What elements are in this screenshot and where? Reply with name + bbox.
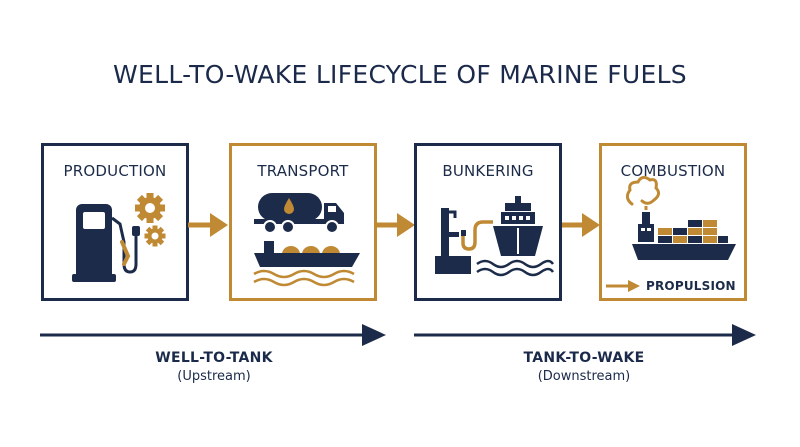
flow-arrow-3 bbox=[562, 213, 600, 237]
fuel-pump-icon bbox=[72, 204, 140, 282]
phase-name: TANK-TO-WAKE bbox=[523, 350, 645, 366]
phase-well-to-tank: WELL-TO-TANK (Upstream) bbox=[84, 350, 344, 384]
stage-transport: TRANSPORT bbox=[229, 143, 377, 301]
stage-label: PRODUCTION bbox=[63, 162, 167, 180]
stage-label: TRANSPORT bbox=[257, 162, 349, 180]
bunker-hose-icon bbox=[435, 208, 493, 274]
phase-name: WELL-TO-TANK bbox=[155, 350, 273, 366]
stage-bunkering: BUNKERING bbox=[414, 143, 562, 301]
stage-label: COMBUSTION bbox=[620, 162, 726, 180]
tanker-ship-icon bbox=[253, 241, 360, 287]
tanker-truck-icon bbox=[254, 193, 344, 234]
phase-subtitle: (Upstream) bbox=[177, 369, 251, 384]
phase-tank-to-wake: TANK-TO-WAKE (Downstream) bbox=[454, 350, 714, 384]
diagram-title: WELL-TO-WAKE LIFECYCLE OF MARINE FUELS bbox=[113, 60, 687, 89]
flow-arrow-2 bbox=[377, 213, 415, 237]
gear-icon bbox=[135, 193, 166, 247]
propulsion-label: PROPULSION bbox=[646, 279, 736, 293]
well-to-tank-arrow bbox=[40, 324, 386, 346]
flow-arrow-1 bbox=[188, 213, 228, 237]
stage-production: PRODUCTION bbox=[41, 143, 189, 301]
smoke-icon bbox=[625, 175, 661, 210]
phase-subtitle: (Downstream) bbox=[537, 369, 631, 384]
tank-to-wake-arrow bbox=[414, 324, 756, 346]
container-ship-icon bbox=[632, 212, 736, 260]
stage-combustion: COMBUSTION PROPULSION bbox=[599, 143, 747, 301]
ship-icon bbox=[476, 196, 555, 277]
propulsion-arrow-icon bbox=[606, 280, 640, 292]
stage-label: BUNKERING bbox=[442, 162, 534, 180]
